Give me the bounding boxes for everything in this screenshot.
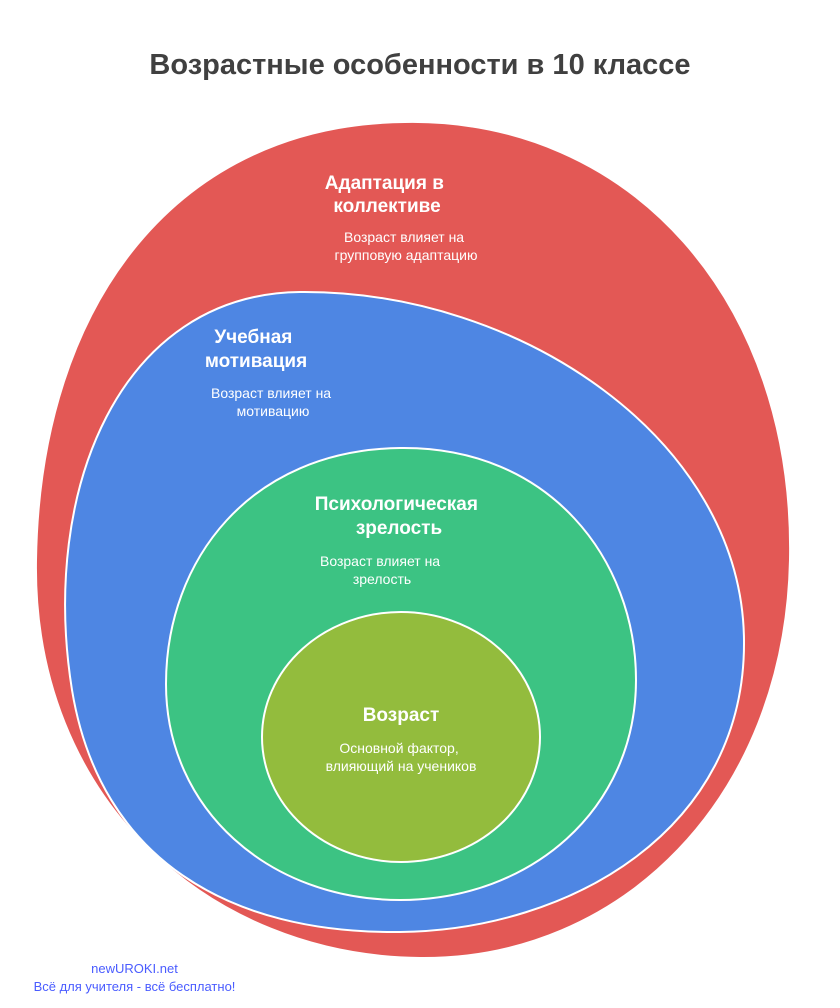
ring-motivation-description-line-2: мотивацию bbox=[237, 403, 310, 419]
svg-text:Адаптация в коллективе: Адаптация в коллективе bbox=[325, 173, 449, 217]
ring-adaptation-heading-line-1: Адаптация в bbox=[325, 173, 444, 194]
ring-maturity-description-line-1: Возраст влияет на bbox=[320, 553, 440, 569]
ring-age: Возраст Основной фактор, влияющий на уче… bbox=[261, 611, 541, 863]
ring-motivation-description-line-1: Возраст влияет на bbox=[211, 385, 331, 401]
ring-motivation-heading-line-2: мотивация bbox=[205, 351, 307, 372]
svg-text:Возраст влияет на группо: Возраст влияет на групповую адаптацию bbox=[335, 229, 478, 263]
ring-maturity-heading-line-2: зрелость bbox=[356, 518, 442, 539]
watermark-slogan: Всё для учителя - всё бесплатно! bbox=[33, 979, 236, 994]
svg-text:Возраст влияет на мотива: Возраст влияет на мотивацию bbox=[211, 385, 335, 419]
page-title: Возрастные особенности в 10 классе bbox=[149, 49, 691, 81]
ring-maturity-heading-line-1: Психологическая bbox=[315, 494, 478, 515]
ring-age-description-line-1: Основной фактор, bbox=[339, 740, 458, 756]
svg-text:Психологическая зрелость: Психологическая зрелость bbox=[315, 494, 484, 539]
ring-age-description-line-2: влияющий на учеников bbox=[326, 758, 477, 774]
ring-maturity-description-line-2: зрелость bbox=[353, 571, 411, 587]
ring-motivation-heading-line-1: Учебная bbox=[214, 327, 292, 348]
ring-age-shape bbox=[261, 611, 541, 863]
svg-text:Возраст влияет на зрелос: Возраст влияет на зрелость bbox=[320, 553, 444, 587]
svg-text:Учебная мотивация: Учебная мотивация bbox=[205, 327, 307, 372]
svg-text:Возраст: Возраст bbox=[363, 705, 440, 726]
ring-adaptation-description-line-1: Возраст влияет на bbox=[344, 229, 464, 245]
ring-adaptation-heading-line-2: коллективе bbox=[333, 196, 440, 217]
svg-text:Основной фактор, влияющи: Основной фактор, влияющий на учеников bbox=[326, 740, 477, 774]
watermark-site: newUROKI.net bbox=[91, 961, 178, 976]
ring-age-heading-line-1: Возраст bbox=[363, 705, 440, 726]
watermark: newUROKI.net Всё для учителя - всё беспл… bbox=[12, 960, 257, 996]
ring-adaptation-description-line-2: групповую адаптацию bbox=[335, 247, 478, 263]
